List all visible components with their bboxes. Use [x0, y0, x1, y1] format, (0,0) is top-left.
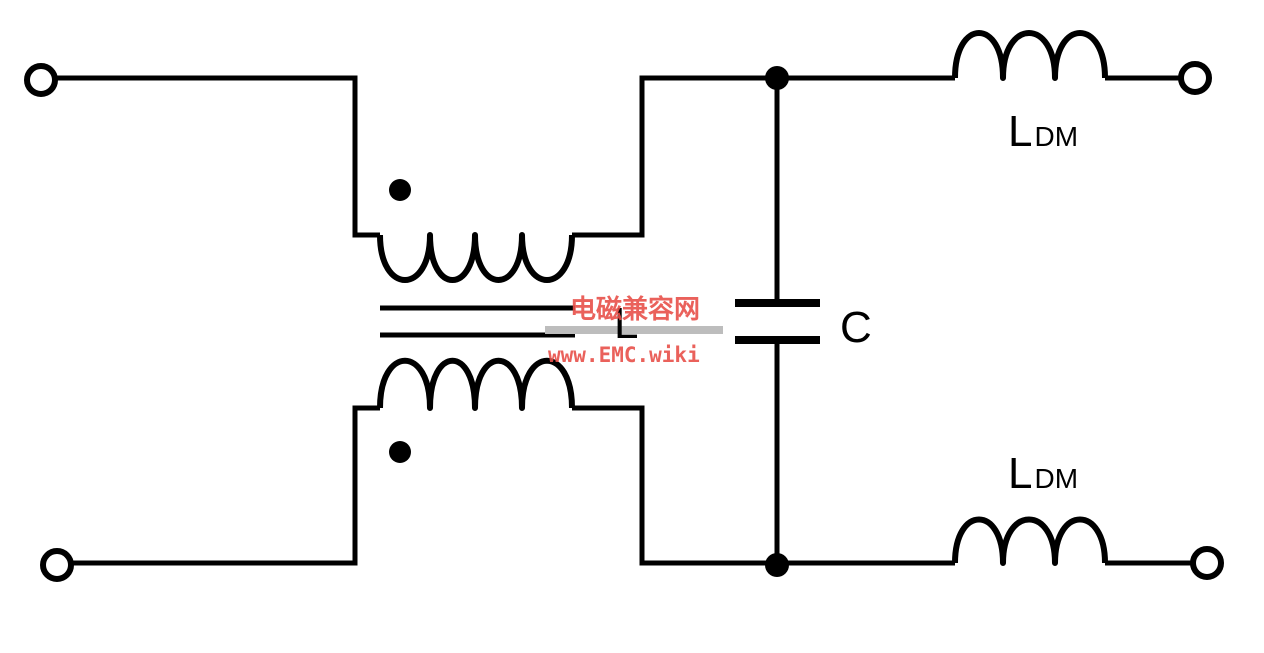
- cm-inductor-label: L: [614, 299, 638, 348]
- bottom-left-input-wire: [70, 405, 380, 566]
- dm-inductor-top-label-main: L: [1008, 107, 1032, 156]
- watermark-bar: [545, 326, 723, 334]
- junction-top: [765, 66, 789, 90]
- polarity-dot-upper: [389, 179, 411, 201]
- cm-choke-upper-winding: [377, 232, 575, 283]
- dm-inductor-bottom-label-sub: DM: [1034, 463, 1078, 494]
- terminal-top-right: [1178, 61, 1212, 95]
- dm-inductor-top-label-sub: DM: [1034, 121, 1078, 152]
- dm-inductor-top-label: LDM: [1008, 107, 1078, 156]
- terminal-bottom-left: [40, 548, 74, 582]
- watermark-title: 电磁兼容网: [570, 294, 700, 325]
- capacitor-label: C: [840, 303, 872, 352]
- cm-choke-upper-lead-out: [572, 75, 955, 238]
- terminal-top-left: [24, 63, 58, 97]
- top-left-input-wire: [56, 75, 380, 238]
- terminal-bottom-right: [1190, 546, 1224, 580]
- dm-inductor-bottom-label: LDM: [1008, 449, 1078, 498]
- polarity-dot-lower: [389, 441, 411, 463]
- dm-inductor-bottom-label-main: L: [1008, 449, 1032, 498]
- dm-inductor-top: [952, 30, 1108, 81]
- cm-choke-lower-winding: [377, 357, 575, 411]
- dm-inductor-bottom: [952, 516, 1108, 566]
- junction-bottom: [765, 553, 789, 577]
- cm-choke-lower-lead-out: [572, 405, 955, 566]
- watermark-url: www.EMC.wiki: [548, 343, 700, 367]
